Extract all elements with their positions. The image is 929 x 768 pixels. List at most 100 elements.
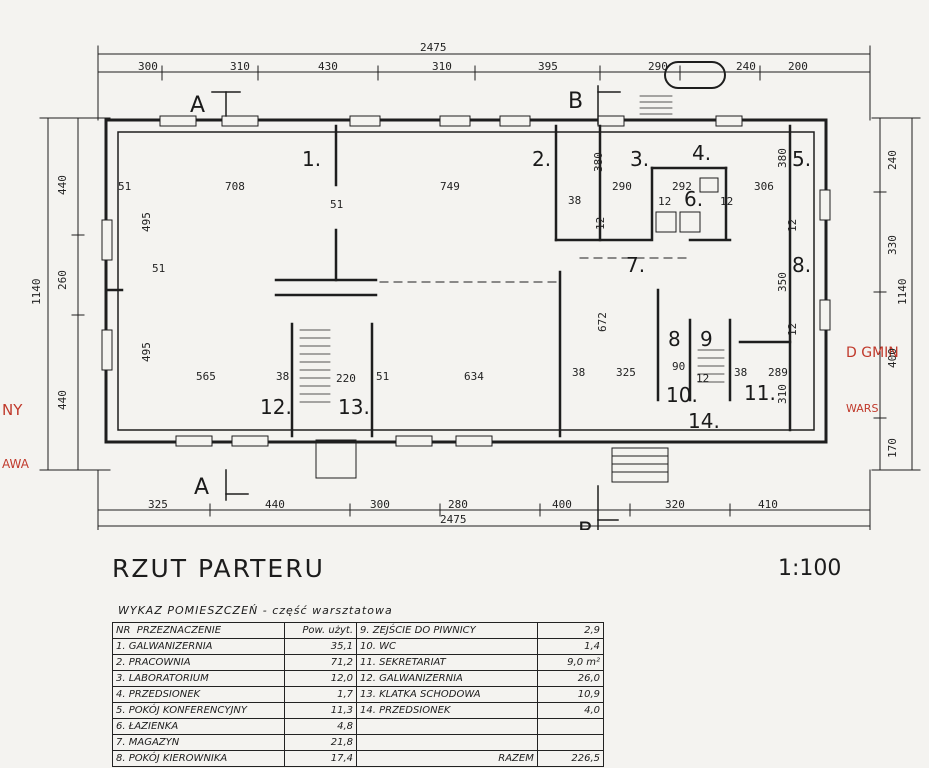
room-area: 4,0 (536, 702, 605, 719)
table-row: 1. GALWANIZERNIA 35,1 10. WC 1,4 (111, 638, 605, 655)
inner-dim: 12 (658, 195, 671, 208)
top-dim: 310 (230, 60, 250, 73)
room-name: 12. GALWANIZERNIA (356, 670, 538, 687)
room-name: 4. PRZEDSIONEK (111, 686, 286, 703)
drawing-scale: 1:100 (778, 556, 842, 581)
table-header-row: NR PRZEZNACZENIE Pow. użyt. 9. ZEJŚCIE D… (111, 622, 605, 639)
inner-dim: 708 (225, 180, 245, 193)
room-number-8b: 8 (668, 327, 681, 351)
inner-dim: 38 (276, 370, 289, 383)
header-area2: 2,9 (536, 622, 605, 639)
right-dim: 330 (886, 235, 899, 255)
room-name: 2. PRACOWNIA (111, 654, 286, 671)
table-row-total: 8. POKÓJ KIEROWNIKA 17,4 RAZEM 226,5 (111, 750, 605, 767)
room-area: 4,8 (284, 718, 358, 735)
inner-dim: 565 (196, 370, 216, 383)
room-name: 13. KLATKA SCHODOWA (356, 686, 538, 703)
inner-dim: 12 (720, 195, 733, 208)
official-stamp: NY AWA D GMIN WARS (2, 345, 899, 471)
inner-dim: 380 (592, 152, 605, 172)
inner-dim: 51 (152, 262, 165, 275)
room-number-11: 11. (744, 381, 776, 405)
bottom-dim: 325 (148, 498, 168, 511)
room-area: 1,7 (284, 686, 358, 703)
room-area: 26,0 (536, 670, 605, 687)
room-number-1: 1. (302, 147, 321, 171)
bottom-dim: 280 (448, 498, 468, 511)
total-label: RAZEM (356, 750, 538, 767)
room-area: 10,9 (536, 686, 605, 703)
header-area: Pow. użyt. (284, 622, 358, 639)
overall-dim-bottom: 2475 (440, 513, 467, 526)
room-name: 14. PRZEDSIONEK (356, 702, 538, 719)
right-total-dim: 1140 (896, 279, 909, 306)
drawing-title: RZUT PARTERU (112, 554, 325, 583)
floor-plan: NY AWA D GMIN WARS 2475 2475 1140 1140 3… (2, 41, 921, 530)
inner-dim: 749 (440, 180, 460, 193)
inner-dim: 325 (616, 366, 636, 379)
inner-dim: 634 (464, 370, 484, 383)
room-number-10: 10. (666, 383, 698, 407)
total-value: 226,5 (536, 750, 605, 767)
top-dim: 290 (648, 60, 668, 73)
inner-dim: 292 (672, 180, 692, 193)
inner-dim: 51 (330, 198, 343, 211)
left-dim: 440 (56, 175, 69, 195)
inner-dim: 12 (786, 219, 799, 232)
header-name2: 9. ZEJŚCIE DO PIWNICY (356, 622, 538, 639)
room-number-8: 8. (792, 253, 811, 277)
inner-dim: 90 (672, 360, 685, 373)
table-row: 2. PRACOWNIA 71,2 11. SEKRETARIAT 9,0 m² (111, 654, 605, 671)
stamp-text-left-2: AWA (2, 457, 30, 471)
inner-dim: 12 (786, 323, 799, 336)
room-name: 7. MAGAZYN (111, 734, 286, 751)
inner-dim: 495 (140, 212, 153, 232)
room-name (356, 734, 538, 751)
inner-dim: 380 (776, 148, 789, 168)
top-dim: 300 (138, 60, 158, 73)
top-dim: 395 (538, 60, 558, 73)
room-area: 21,8 (284, 734, 358, 751)
room-area: 9,0 m² (536, 654, 605, 671)
room-area (536, 718, 605, 735)
inner-dim: 672 (596, 312, 609, 332)
room-number-4: 4. (692, 141, 711, 165)
inner-dim: 38 (568, 194, 581, 207)
header-nr: NR PRZEZNACZENIE (111, 622, 286, 639)
bottom-dim: 400 (552, 498, 572, 511)
room-area: 71,2 (284, 654, 358, 671)
section-label-b-top: B (568, 89, 583, 114)
left-total-dim: 1140 (30, 279, 43, 306)
inner-dim: 289 (768, 366, 788, 379)
inner-dim: 220 (336, 372, 356, 385)
inner-dim: 310 (776, 384, 789, 404)
stamp-text-left-1: NY (2, 401, 23, 419)
room-name: 8. POKÓJ KIEROWNIKA (111, 750, 286, 767)
section-label-a-bottom: A (194, 475, 209, 500)
inner-dim: 51 (376, 370, 389, 383)
right-dim: 170 (886, 438, 899, 458)
room-area (536, 734, 605, 751)
room-number-14: 14. (688, 409, 720, 433)
section-label-b-bottom: B (578, 519, 593, 530)
table-row: 3. LABORATORIUM 12,0 12. GALWANIZERNIA 2… (111, 670, 605, 687)
room-number-5: 5. (792, 147, 811, 171)
bottom-dim: 320 (665, 498, 685, 511)
left-dim: 260 (56, 270, 69, 290)
room-area: 17,4 (284, 750, 358, 767)
stamp-text-right-1: D GMIN (846, 345, 899, 361)
inner-dim: 51 (118, 180, 131, 193)
top-dim: 200 (788, 60, 808, 73)
room-name: 11. SEKRETARIAT (356, 654, 538, 671)
room-number-12: 12. (260, 395, 292, 419)
room-area: 1,4 (536, 638, 605, 655)
bottom-dim: 300 (370, 498, 390, 511)
room-number-13: 13. (338, 395, 370, 419)
room-name: 3. LABORATORIUM (111, 670, 286, 687)
room-area: 12,0 (284, 670, 358, 687)
top-dim: 310 (432, 60, 452, 73)
room-name: 6. ŁAZIENKA (111, 718, 286, 735)
room-name: 1. GALWANIZERNIA (111, 638, 286, 655)
right-dim: 240 (886, 150, 899, 170)
room-list-title: WYKAZ POMIESZCZEŃ - część warsztatowa (118, 604, 393, 617)
